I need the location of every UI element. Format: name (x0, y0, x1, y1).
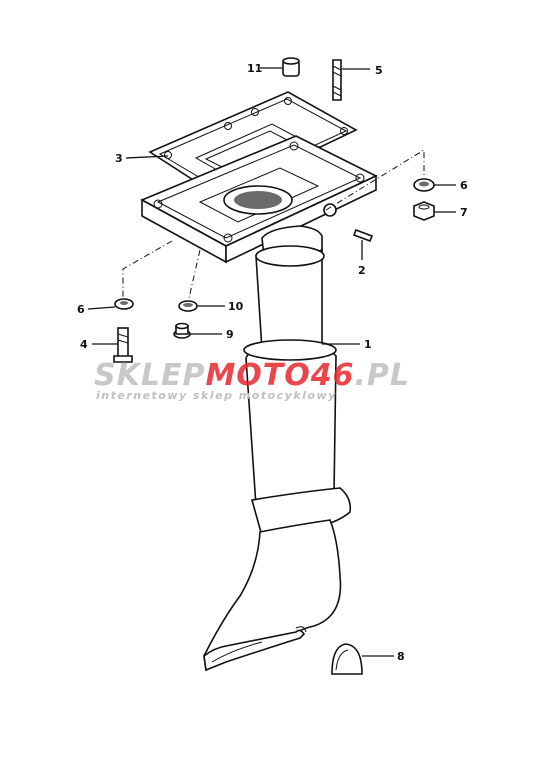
svg-text:SKLEPMOTO46.PL: SKLEPMOTO46.PL (94, 358, 410, 393)
watermark-brand-moto: MOTO (205, 358, 310, 393)
part-nut-11 (282, 57, 300, 77)
exhaust-pipe (203, 225, 352, 672)
callout-4: 4 (80, 338, 88, 351)
callout-7: 7 (460, 206, 468, 219)
watermark-brand-sklep: SKLEP (94, 358, 205, 393)
callout-1: 1 (364, 338, 372, 351)
part-washer-6-right (413, 178, 435, 192)
watermark-tagline: internetowy sklep motocyklowy (96, 389, 337, 402)
part-bolt-4 (113, 327, 133, 363)
callout-2: 2 (358, 264, 366, 277)
part-washer-6-left (114, 298, 134, 310)
callout-9: 9 (226, 328, 234, 341)
callout-6-left: 6 (77, 303, 85, 316)
leader-lines (87, 67, 456, 657)
callout-6-right: 6 (460, 179, 468, 192)
callout-5: 5 (375, 64, 383, 77)
callout-8: 8 (397, 650, 405, 663)
watermark: SKLEPMOTO46.PL internetowy sklep motocyk… (94, 358, 410, 402)
part-washer-10 (178, 300, 198, 312)
part-nut-7 (413, 201, 435, 221)
part-pin-2 (352, 228, 374, 243)
callout-11: 11 (247, 62, 262, 75)
callout-10: 10 (228, 300, 244, 313)
part-cap-8 (331, 643, 363, 675)
watermark-brand-pl: .PL (355, 358, 411, 393)
part-stud-5 (332, 59, 342, 101)
callout-3: 3 (115, 152, 123, 165)
watermark-brand-46: 46 (310, 358, 355, 393)
assembly-lines (122, 149, 425, 299)
part-bushing-9 (173, 322, 191, 339)
